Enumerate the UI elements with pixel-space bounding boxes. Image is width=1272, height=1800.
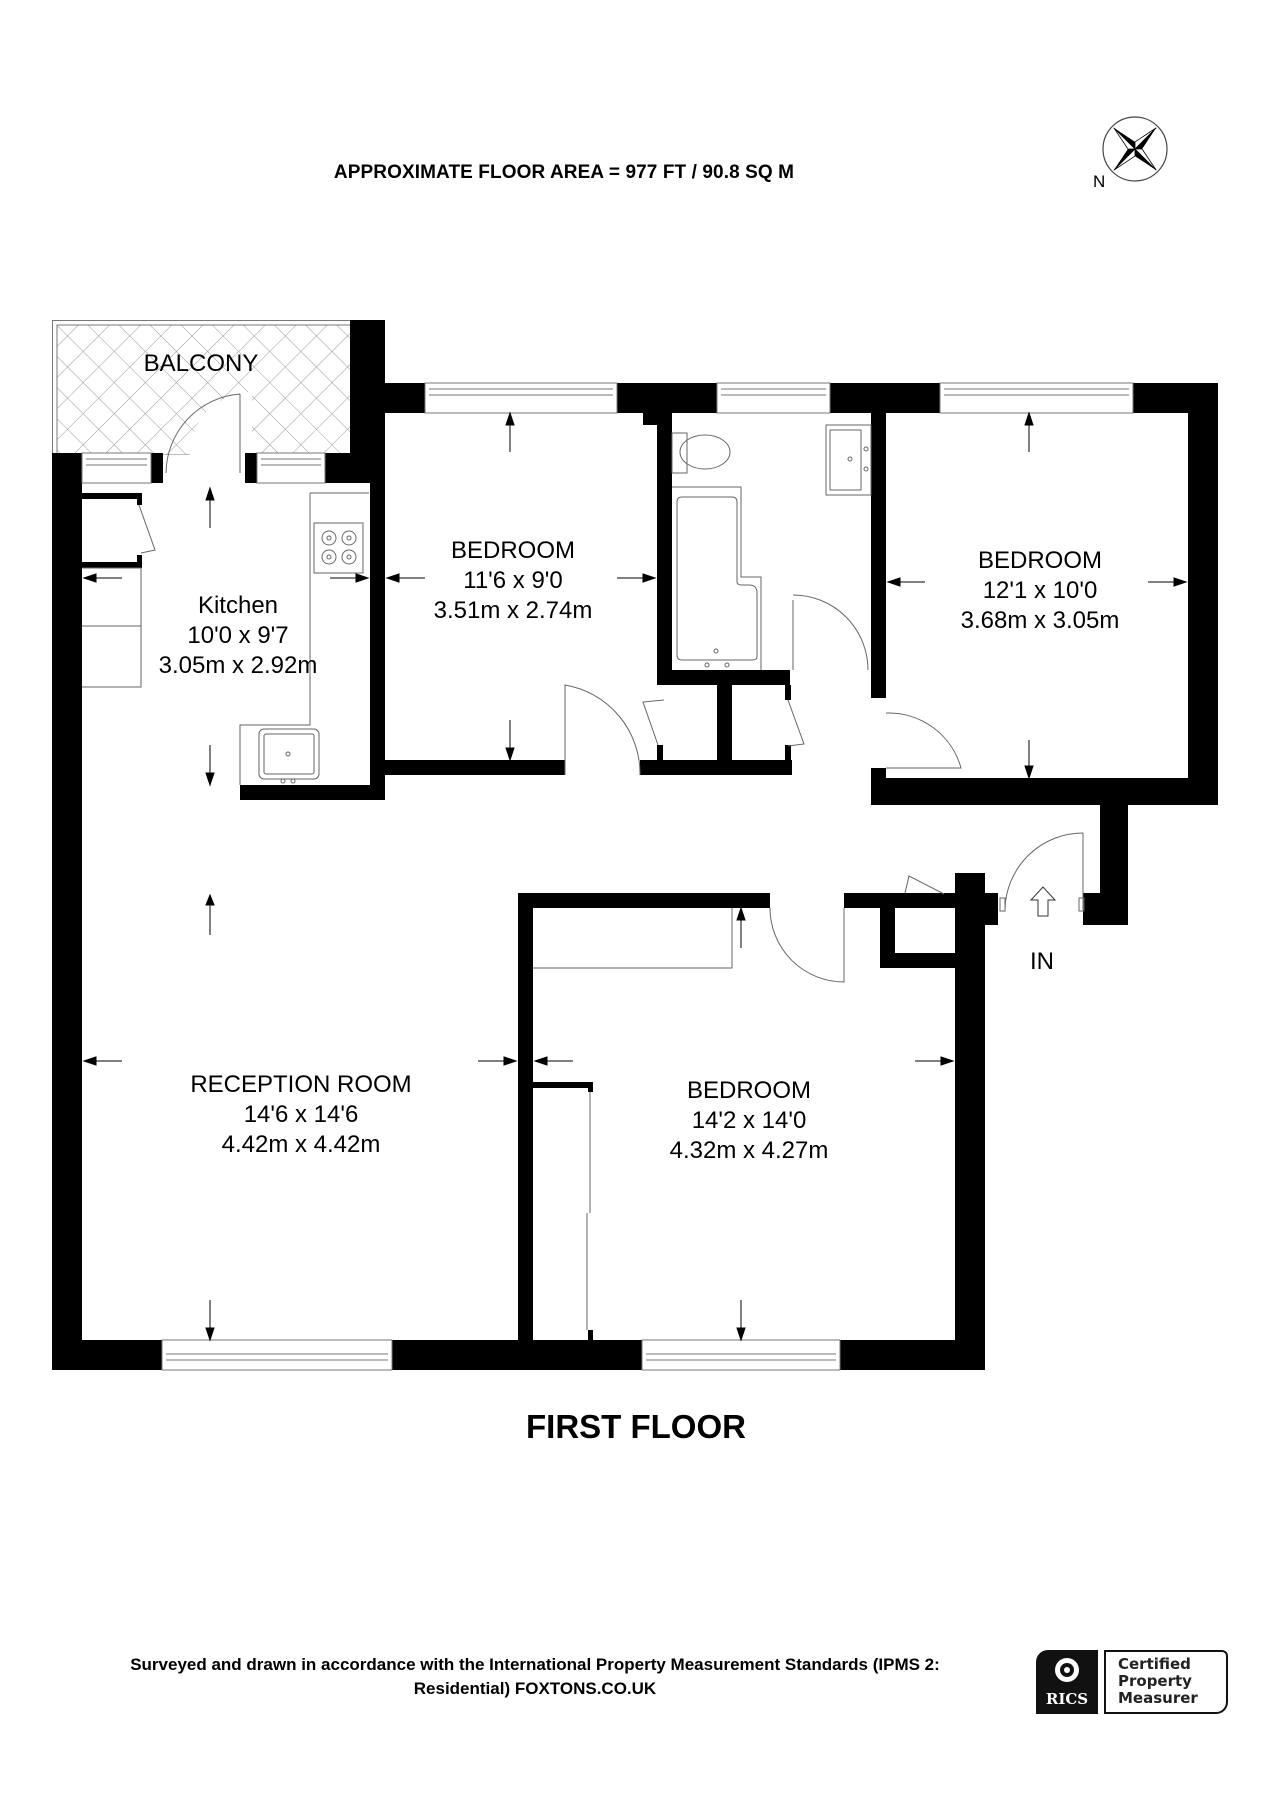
room-dimensions-imperial: 14'2 x 14'0 [691, 1107, 807, 1134]
compass-icon [1102, 116, 1168, 182]
wall-bed2-south [871, 778, 1218, 805]
room-bedroom-2: BEDROOM 12'1 x 10'0 3.68m x 3.05m [961, 546, 1120, 636]
wall [137, 493, 142, 505]
wall-bed3-north [518, 893, 770, 908]
floor-title: FIRST FLOOR [526, 1408, 746, 1445]
wall [533, 1082, 593, 1088]
wall [588, 1330, 593, 1340]
wall [871, 383, 886, 698]
entrance-label: IN [1030, 948, 1054, 975]
wall [1083, 893, 1128, 925]
floor-area-title: APPROXIMATE FLOOR AREA = 977 FT / 90.8 S… [0, 162, 1272, 184]
room-dimensions-imperial: 10'0 x 9'7 [187, 622, 289, 649]
room-dimensions-metric: 3.68m x 3.05m [960, 607, 1120, 634]
wall [880, 893, 955, 908]
wall [640, 760, 792, 775]
compass-north-label: N [1093, 172, 1106, 191]
room-bedroom-1: BEDROOM 11'6 x 9'0 3.51m x 2.74m [434, 536, 593, 626]
certified-box: Certified Property Measurer [1104, 1650, 1228, 1714]
wall [657, 383, 672, 683]
room-dimensions-imperial: 14'6 x 14'6 [243, 1101, 359, 1128]
room-name: BEDROOM [686, 1077, 811, 1104]
rics-text: RICS [1045, 1690, 1089, 1708]
wall-east [1188, 383, 1218, 805]
wall-bed1-south [385, 760, 565, 775]
room-name: BEDROOM [450, 537, 575, 564]
lion-icon [1055, 1658, 1079, 1682]
room-dimensions-metric: 3.51m x 2.74m [433, 597, 593, 624]
balcony-name: BALCONY [143, 350, 259, 377]
room-name: BEDROOM [977, 547, 1102, 574]
badge-line-1: Certified [1118, 1655, 1191, 1673]
wall [880, 893, 895, 968]
room-bedroom-3: BEDROOM 14'2 x 14'0 4.32m x 4.27m [670, 1076, 829, 1166]
badge-line-2: Property [1118, 1672, 1192, 1690]
floor-area-text: APPROXIMATE FLOOR AREA = 977 FT / 90.8 S… [333, 162, 795, 183]
wall [82, 562, 142, 568]
footer-line-1: Surveyed and drawn in accordance with th… [130, 1655, 940, 1674]
wall [785, 685, 791, 700]
room-name: Kitchen [197, 592, 279, 619]
rics-logo: RICS [1036, 1650, 1098, 1714]
wall [717, 685, 732, 775]
wall-kitchen-south [240, 785, 385, 800]
wall [657, 745, 663, 760]
room-dimensions-imperial: 12'1 x 10'0 [982, 577, 1098, 604]
wall-bath-south [657, 670, 790, 685]
room-reception: RECEPTION ROOM 14'6 x 14'6 4.42m x 4.42m [190, 1070, 411, 1160]
wall [785, 745, 791, 765]
wall [985, 893, 998, 925]
wall [844, 893, 894, 908]
footer-line-2: Residential) FOXTONS.CO.UK [413, 1679, 657, 1698]
wall [82, 493, 142, 499]
balcony-label: BALCONY [144, 349, 259, 379]
room-dimensions-metric: 3.05m x 2.92m [158, 652, 318, 679]
room-dimensions-imperial: 11'6 x 9'0 [463, 567, 563, 594]
wall-north [370, 383, 425, 413]
badge-line-3: Measurer [1118, 1689, 1198, 1707]
room-kitchen: Kitchen 10'0 x 9'7 3.05m x 2.92m [159, 591, 318, 681]
wall [370, 383, 385, 793]
wall [245, 453, 257, 483]
wall [588, 1082, 593, 1092]
room-dimensions-metric: 4.42m x 4.42m [221, 1131, 381, 1158]
room-name: RECEPTION ROOM [190, 1071, 412, 1098]
wall [137, 555, 142, 567]
wall [151, 453, 163, 483]
wall [518, 893, 533, 1370]
wall-west [52, 453, 82, 1370]
wall [880, 953, 955, 968]
wall-bed3-east [955, 873, 985, 1370]
room-dimensions-metric: 4.32m x 4.27m [669, 1137, 829, 1164]
footer-disclaimer: Surveyed and drawn in accordance with th… [40, 1653, 1030, 1701]
balcony-hatch [52, 320, 352, 455]
entry-arrow-icon [1029, 886, 1057, 917]
